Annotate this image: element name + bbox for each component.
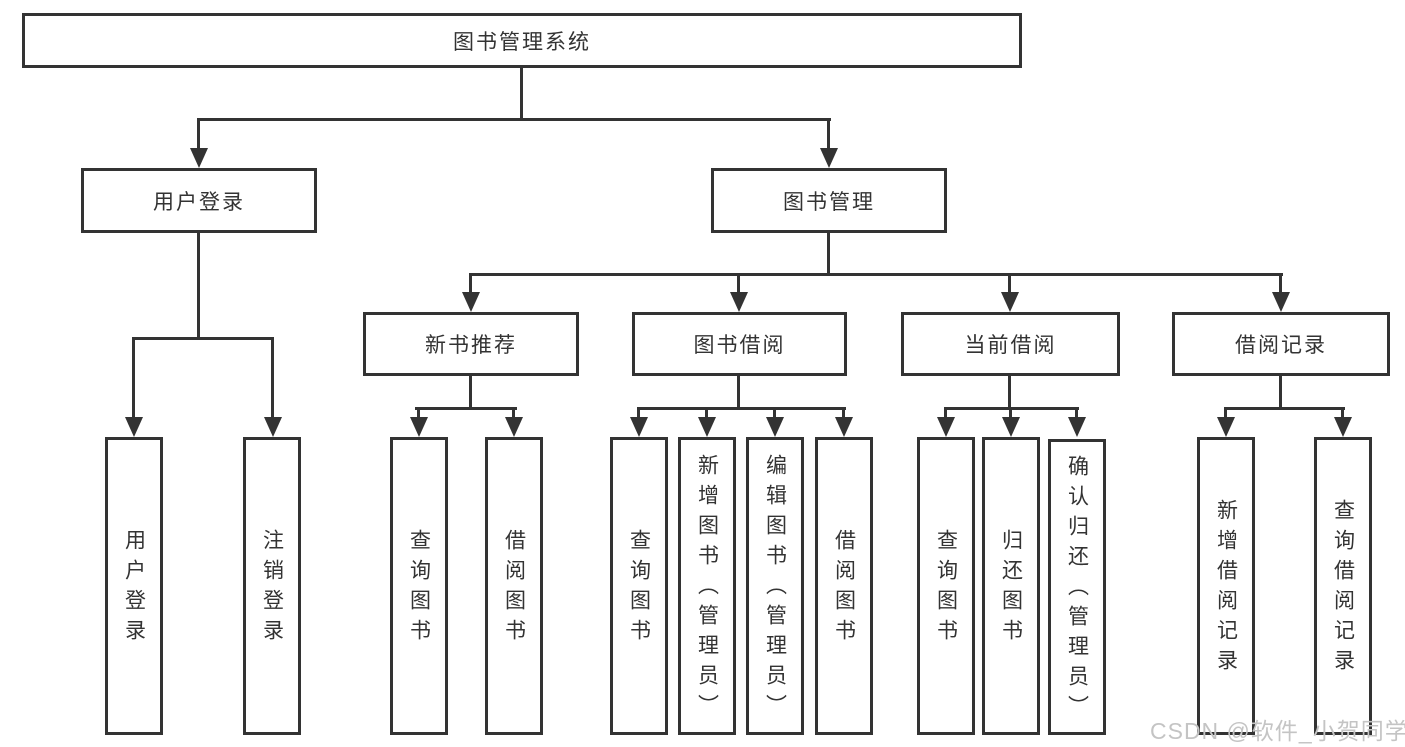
arrow-down-icon — [766, 417, 784, 437]
connector-line-v — [1009, 407, 1012, 419]
connector-line-v — [271, 337, 274, 419]
connector-line-v — [197, 233, 200, 340]
leaf-current-confirm-admin: 确认归还（管理员） — [1048, 439, 1106, 735]
leaf-record-query: 查询借阅记录 — [1314, 437, 1372, 735]
connector-line-v — [1075, 407, 1078, 419]
leaf-newbook-borrow: 借阅图书 — [485, 437, 543, 735]
connector-line-v — [1008, 273, 1011, 295]
connector-line-h — [197, 118, 831, 121]
arrow-down-icon — [505, 417, 523, 437]
connector-line-v — [469, 376, 472, 410]
connector-line-v — [827, 233, 830, 276]
node-current-borrow: 当前借阅 — [901, 312, 1120, 376]
node-book-management: 图书管理 — [711, 168, 947, 233]
leaf-borrow-borrow: 借阅图书 — [815, 437, 873, 735]
leaf-record-add: 新增借阅记录 — [1197, 437, 1255, 735]
connector-line-v — [512, 407, 515, 419]
connector-line-h — [637, 407, 846, 410]
connector-line-v — [773, 407, 776, 419]
leaf-current-query: 查询图书 — [917, 437, 975, 735]
leaf-user-login: 用户登录 — [105, 437, 163, 735]
arrow-down-icon — [730, 292, 748, 312]
connector-line-h — [469, 273, 1283, 276]
arrow-down-icon — [937, 417, 955, 437]
arrow-down-icon — [820, 148, 838, 168]
arrow-down-icon — [125, 417, 143, 437]
arrow-down-icon — [1068, 417, 1086, 437]
arrow-down-icon — [190, 148, 208, 168]
connector-line-v — [705, 407, 708, 419]
arrow-down-icon — [1001, 292, 1019, 312]
node-book-borrow: 图书借阅 — [632, 312, 847, 376]
connector-line-h — [415, 407, 517, 410]
leaf-borrow-edit-admin: 编辑图书（管理员） — [746, 437, 804, 735]
connector-line-v — [132, 337, 135, 419]
connector-line-v — [1008, 376, 1011, 410]
leaf-newbook-query: 查询图书 — [390, 437, 448, 735]
connector-line-v — [1279, 273, 1282, 295]
node-borrow-record: 借阅记录 — [1172, 312, 1390, 376]
connector-line-v — [417, 407, 420, 419]
arrow-down-icon — [264, 417, 282, 437]
watermark-text: CSDN @软件_小贺同学 — [1150, 718, 1405, 744]
arrow-down-icon — [410, 417, 428, 437]
node-user-login: 用户登录 — [81, 168, 317, 233]
leaf-borrow-query: 查询图书 — [610, 437, 668, 735]
arrow-down-icon — [1002, 417, 1020, 437]
arrow-down-icon — [630, 417, 648, 437]
connector-line-v — [1279, 376, 1282, 410]
node-new-book-recommend: 新书推荐 — [363, 312, 579, 376]
connector-line-h — [1224, 407, 1345, 410]
connector-line-v — [842, 407, 845, 419]
arrow-down-icon — [698, 417, 716, 437]
connector-line-v — [737, 273, 740, 295]
connector-line-v — [469, 273, 472, 295]
arrow-down-icon — [835, 417, 853, 437]
connector-line-v — [944, 407, 947, 419]
node-root: 图书管理系统 — [22, 13, 1022, 68]
connector-line-v — [520, 68, 523, 121]
arrow-down-icon — [462, 292, 480, 312]
connector-line-v — [1341, 407, 1344, 419]
connector-line-v — [827, 118, 830, 150]
connector-line-h — [132, 337, 274, 340]
connector-line-v — [637, 407, 640, 419]
leaf-current-return: 归还图书 — [982, 437, 1040, 735]
arrow-down-icon — [1217, 417, 1235, 437]
leaf-borrow-add-admin: 新增图书（管理员） — [678, 437, 736, 735]
arrow-down-icon — [1334, 417, 1352, 437]
arrow-down-icon — [1272, 292, 1290, 312]
connector-line-v — [197, 118, 200, 150]
leaf-logout: 注销登录 — [243, 437, 301, 735]
connector-line-v — [1224, 407, 1227, 419]
connector-line-v — [737, 376, 740, 410]
